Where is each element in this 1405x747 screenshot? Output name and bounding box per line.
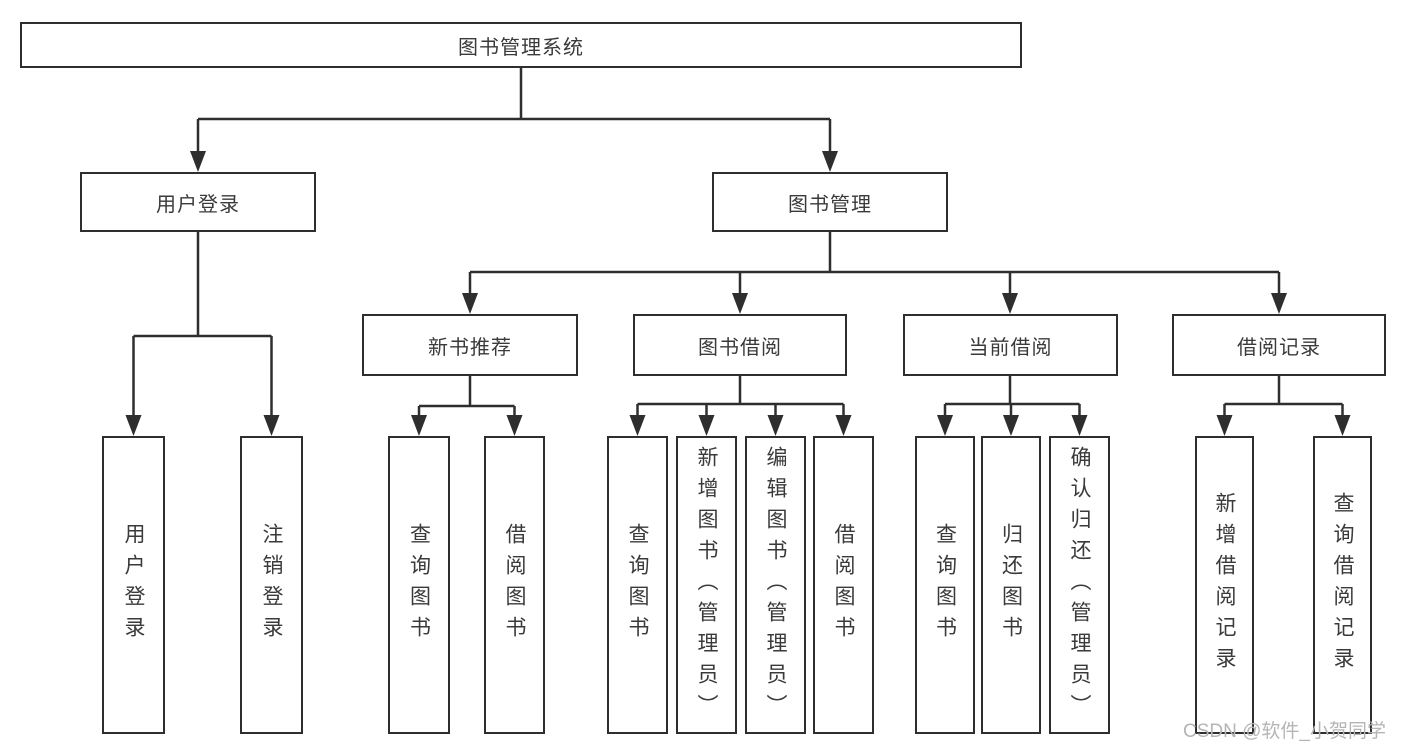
node-new-book-recommend: 新书推荐	[362, 314, 578, 376]
leaf-borrow-books: 借阅图书	[813, 436, 874, 734]
csdn-watermark: CSDN @软件_小贺同学	[1183, 721, 1386, 742]
node-label: 借阅记录	[1237, 336, 1321, 359]
node-label: 查询图书	[407, 523, 431, 647]
leaf-user-login: 用户登录	[102, 436, 165, 734]
node-label: 注销登录	[260, 523, 283, 647]
leaf-borrow-books-recommend: 借阅图书	[484, 436, 545, 734]
node-label: 编辑图书（管理员）	[764, 445, 787, 725]
leaf-query-books-borrow: 查询图书	[607, 436, 668, 734]
node-label: 图书管理	[788, 193, 872, 216]
node-label: 用户登录	[122, 523, 145, 647]
node-label: 用户登录	[156, 193, 240, 216]
node-label: 查询借阅记录	[1331, 492, 1354, 678]
node-label: 归还图书	[999, 523, 1023, 647]
node-user-login: 用户登录	[80, 172, 316, 232]
node-book-borrowing: 图书借阅	[633, 314, 847, 376]
leaf-query-books-recommend: 查询图书	[388, 436, 450, 734]
node-label: 查询图书	[933, 523, 957, 647]
node-label: 新增图书（管理员）	[695, 445, 718, 725]
node-label: 确认归还（管理员）	[1068, 445, 1091, 725]
node-current-borrowing: 当前借阅	[903, 314, 1118, 376]
node-label: 新书推荐	[428, 336, 512, 359]
node-label: 借阅图书	[832, 523, 855, 647]
node-borrowing-records: 借阅记录	[1172, 314, 1386, 376]
node-label: 图书借阅	[698, 336, 782, 359]
leaf-add-book-admin: 新增图书（管理员）	[676, 436, 737, 734]
leaf-confirm-return-admin: 确认归还（管理员）	[1049, 436, 1110, 734]
node-label: 查询图书	[626, 523, 649, 647]
leaf-logout-login: 注销登录	[240, 436, 303, 734]
leaf-return-books: 归还图书	[981, 436, 1041, 734]
leaf-query-books-current: 查询图书	[915, 436, 975, 734]
node-label: 图书管理系统	[458, 36, 584, 59]
node-book-management: 图书管理	[712, 172, 948, 232]
node-label: 当前借阅	[968, 336, 1053, 359]
node-book-management-system: 图书管理系统	[20, 22, 1022, 68]
leaf-query-borrow-record: 查询借阅记录	[1313, 436, 1372, 734]
node-label: 借阅图书	[503, 523, 526, 647]
leaf-edit-book-admin: 编辑图书（管理员）	[745, 436, 806, 734]
leaf-add-borrow-record: 新增借阅记录	[1195, 436, 1254, 734]
node-label: 新增借阅记录	[1213, 492, 1236, 678]
